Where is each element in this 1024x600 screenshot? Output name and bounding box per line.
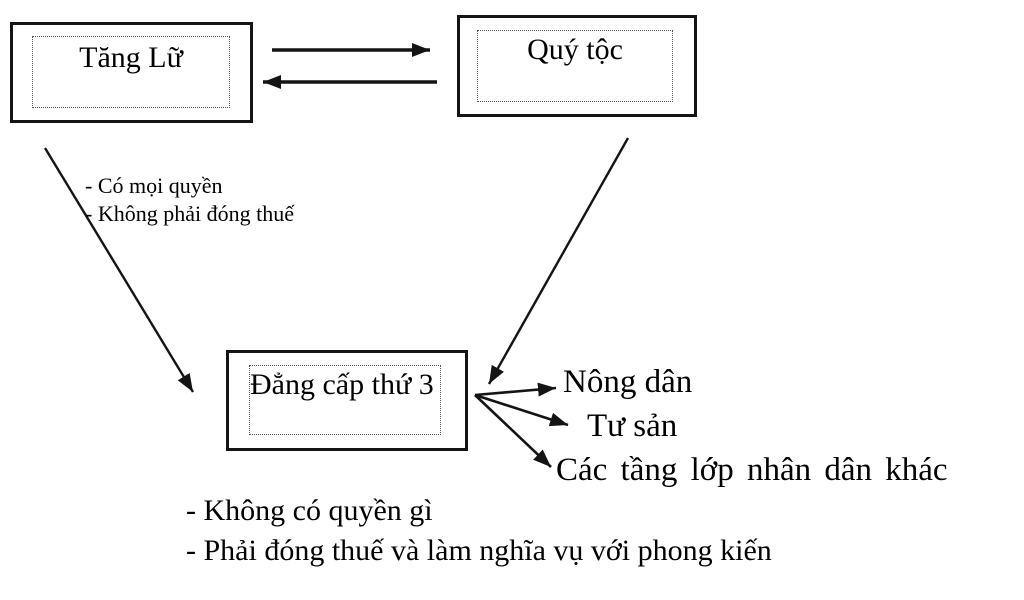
clergy-notes: - Có mọi quyền - Không phải đóng thuế [85, 172, 294, 228]
box-third-estate-label: Đẳng cấp thứ 3 [250, 368, 434, 401]
box-nobility: Quý tộc [457, 15, 697, 117]
arrow-nobility-to-third-estate [487, 137, 630, 385]
box-nobility-label: Quý tộc [527, 33, 623, 66]
branch-label-bourgeoisie: Tư sản [587, 408, 678, 444]
clergy-note-line-1: - Có mọi quyền [85, 173, 223, 198]
box-nobility-inner: Quý tộc [477, 30, 673, 102]
arrow-third-estate-to-peasants [474, 382, 557, 397]
box-clergy-label: Tăng Lữ [79, 41, 183, 74]
clergy-note-line-2: - Không phải đóng thuế [85, 201, 294, 226]
arrow-third-estate-to-bourgeoisie [474, 393, 569, 427]
third-estate-note-line-1: - Không có quyền gì [186, 494, 433, 527]
arrow-third-estate-to-others [474, 394, 552, 468]
branch-label-other-classes: Các tầng lớp nhân dân khác [556, 452, 948, 488]
box-clergy-inner: Tăng Lữ [32, 36, 230, 108]
box-third-estate-inner: Đẳng cấp thứ 3 [249, 365, 441, 435]
third-estate-notes: - Không có quyền gì - Phải đóng thuế và … [186, 491, 772, 571]
third-estate-note-line-2: - Phải đóng thuế và làm nghĩa vụ với pho… [186, 534, 772, 567]
box-clergy: Tăng Lữ [10, 22, 253, 123]
box-third-estate: Đẳng cấp thứ 3 [226, 350, 468, 451]
branch-label-peasants: Nông dân [563, 364, 693, 400]
